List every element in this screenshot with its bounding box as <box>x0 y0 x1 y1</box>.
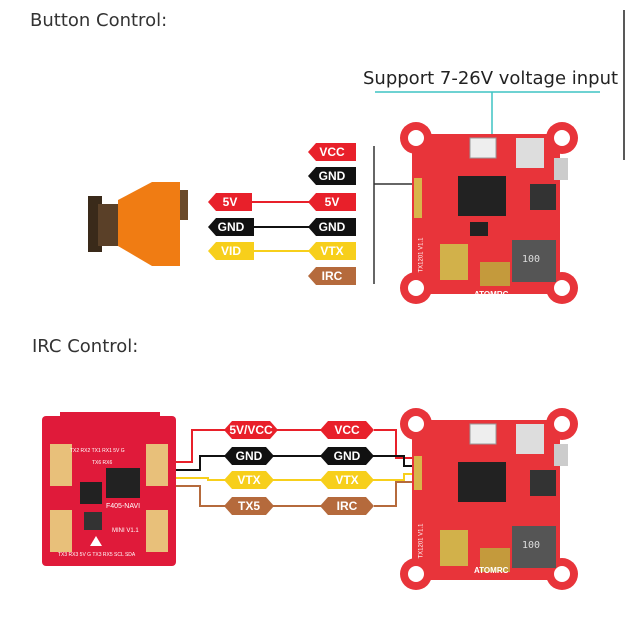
vtx-top-brand: ATOMRC <box>474 290 509 299</box>
irc-vtx-gnd-tag: GND <box>320 447 374 465</box>
button-control-heading: Button Control: <box>30 10 168 31</box>
flight-controller-board <box>42 412 176 566</box>
vtx-top-silk-label: TX1201 V1.1 <box>418 237 425 273</box>
fc-version-label: MINI V1.1 <box>112 528 139 534</box>
fc-vtx-tag: VTX <box>224 471 274 489</box>
vtx-5v-tag: 5V <box>308 193 356 211</box>
vtx-vtx-tag: VTX <box>308 242 356 260</box>
vtx-gnd2-tag: GND <box>308 218 356 236</box>
fc-5v-vcc-tag: 5V/VCC <box>224 421 278 439</box>
vtx-bottom-inductor-label: 100 <box>522 540 541 551</box>
irc-vtx-vcc-tag: VCC <box>320 421 374 439</box>
camera-gnd-tag: GND <box>208 218 254 236</box>
fc-bottom-pads-label: TX3 RX3 5V G TX3 RX5 SCL SDA <box>58 552 136 558</box>
fc-model-label: F405-NAVI <box>106 503 141 510</box>
irc-vtx-vtx-tag: VTX <box>320 471 374 489</box>
vtx-bottom-brand: ATOMRC <box>474 566 509 575</box>
voltage-note: Support 7-26V voltage input <box>363 68 619 89</box>
vtx-irc-tag: IRC <box>308 267 356 285</box>
vtx-gnd-tag: GND <box>308 167 356 185</box>
vtx-board-top <box>400 122 578 304</box>
fc-side-pads-label: TX6 RX6 <box>92 460 113 466</box>
fc-tx5-tag: TX5 <box>224 497 274 515</box>
fc-gnd-tag: GND <box>224 447 274 465</box>
camera-5v-tag: 5V <box>208 193 252 211</box>
irc-vtx-irc-tag: IRC <box>320 497 374 515</box>
fpv-camera <box>88 182 188 266</box>
fc-top-pads-label: TX2 RX2 TX1 RX1 5V G <box>70 448 125 454</box>
vtx-bottom-silk-label: TX1201 V1.1 <box>418 523 425 559</box>
camera-vid-tag: VID <box>208 242 254 260</box>
vtx-vcc-tag: VCC <box>308 143 356 161</box>
vtx-board-bottom <box>400 408 578 590</box>
vtx-top-inductor-label: 100 <box>522 254 541 265</box>
irc-control-heading: IRC Control: <box>32 336 139 357</box>
